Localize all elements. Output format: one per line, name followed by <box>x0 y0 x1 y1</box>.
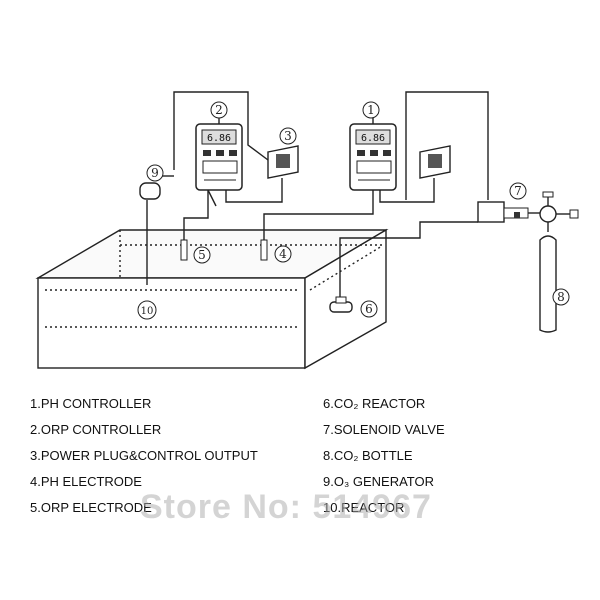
marker-6-label: 6 <box>365 302 373 316</box>
marker-2: 2 <box>210 101 228 119</box>
marker-10: 10 <box>137 300 157 320</box>
marker-7: 7 <box>509 182 527 200</box>
orp-electrode <box>180 239 188 261</box>
power-plug-orp <box>267 145 299 179</box>
cables <box>146 91 489 302</box>
marker-9: 9 <box>146 164 164 182</box>
legend-item-4: 4.PH ELECTRODE <box>30 474 142 489</box>
store-watermark: Store No: 514967 <box>140 488 432 526</box>
power-plug-ph <box>419 145 451 179</box>
legend-item-9: 9.O₃ GENERATOR <box>323 474 435 489</box>
co2-reactor <box>329 296 353 313</box>
orp-display-reading: 6.86 <box>207 133 231 144</box>
marker-8-label: 8 <box>557 290 565 304</box>
marker-3-label: 3 <box>284 129 292 143</box>
ph-electrode <box>260 239 268 261</box>
marker-10-label: 10 <box>141 306 154 317</box>
legend-item-2: 2.ORP CONTROLLER <box>30 422 162 437</box>
marker-5-label: 5 <box>198 248 206 262</box>
legend-item-1: 1.PH CONTROLLER <box>30 396 152 411</box>
marker-9-label: 9 <box>151 166 159 180</box>
legend-item-3: 3.POWER PLUG&CONTROL OUTPUT <box>30 448 258 463</box>
legend-item-8: 8.CO₂ BOTTLE <box>323 448 413 463</box>
ph-controller: 6.86 <box>349 123 397 191</box>
marker-4-label: 4 <box>279 247 287 261</box>
marker-3: 3 <box>279 127 297 145</box>
legend-item-6: 6.CO₂ REACTOR <box>323 396 426 411</box>
marker-1: 1 <box>362 101 380 119</box>
orp-controller: 6.86 <box>195 123 243 191</box>
marker-5: 5 <box>193 246 211 264</box>
legend-item-10: 10.REACTOR <box>323 500 405 515</box>
marker-8: 8 <box>552 288 570 306</box>
legend-item-7: 7.SOLENOID VALVE <box>323 422 445 437</box>
marker-2-label: 2 <box>215 103 223 117</box>
marker-7-label: 7 <box>514 184 522 198</box>
reactor-tank <box>35 228 389 370</box>
co2-bottle <box>528 191 579 333</box>
marker-4: 4 <box>274 245 292 263</box>
marker-1-label: 1 <box>367 103 375 117</box>
marker-6: 6 <box>360 300 378 318</box>
o3-generator <box>139 182 161 200</box>
solenoid-valve <box>477 201 529 223</box>
legend-item-5: 5.ORP ELECTRODE <box>30 500 152 515</box>
ph-display-reading: 6.86 <box>361 133 385 144</box>
